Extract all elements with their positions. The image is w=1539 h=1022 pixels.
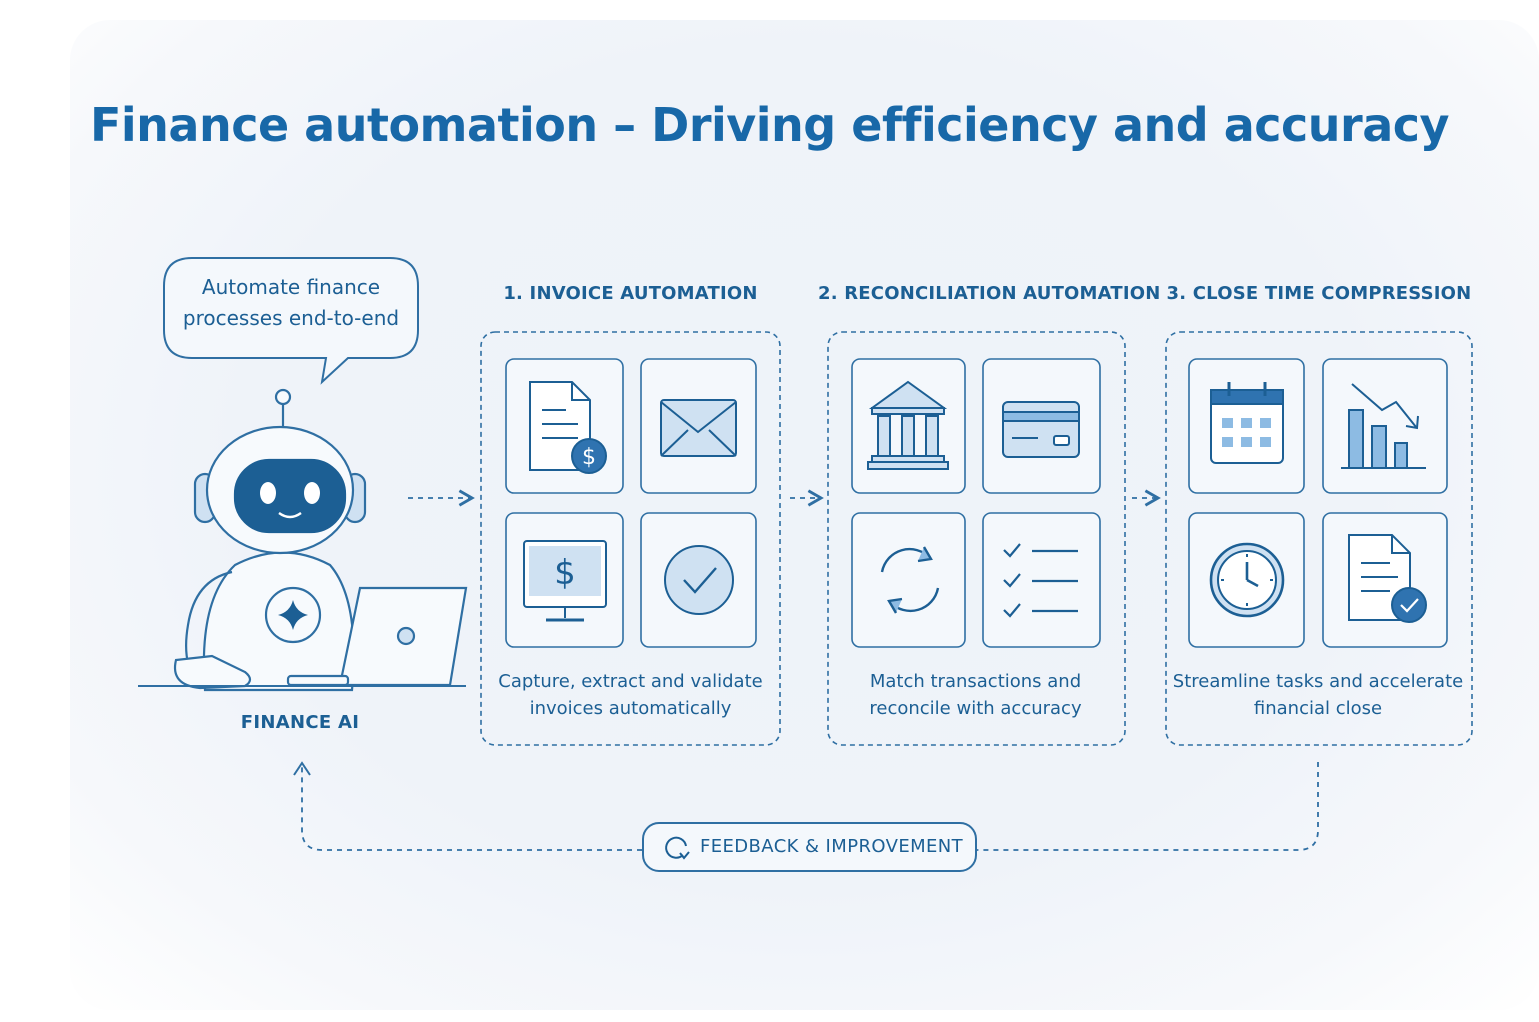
calendar-icon [1210, 382, 1284, 464]
robot-illustration [138, 388, 468, 692]
feedback-loop-line [301, 762, 1319, 851]
stage-3-container [1165, 331, 1473, 746]
feedback-arrowhead [293, 761, 311, 776]
robot-label: FINANCE AI [240, 712, 360, 733]
envelope-icon [660, 399, 737, 457]
stage-3-title: 3. CLOSE TIME COMPRESSION [1166, 283, 1472, 304]
diagram-title: Finance automation – Driving efficiency … [89, 98, 1450, 152]
feedback-label: FEEDBACK & IMPROVEMENT [700, 836, 964, 857]
stage-2-description: Match transactions and reconcile with ac… [869, 671, 1082, 719]
stage-1-description: Capture, extract and validate invoices a… [498, 671, 763, 719]
clock-icon [1209, 542, 1285, 618]
stage-1-container [480, 331, 781, 746]
feedback-pill [642, 822, 977, 872]
speech-bubble-text: Automate finance processes end-to-end [182, 275, 400, 330]
monitor-dollar-icon: $ [523, 540, 607, 622]
document-check-icon [1348, 534, 1427, 623]
speech-bubble [163, 257, 419, 385]
check-circle-icon [664, 545, 734, 615]
icon-tiles [505, 358, 1448, 648]
bank-icon [867, 380, 949, 470]
svg-text:$: $ [582, 445, 596, 470]
declining-bar-chart-icon [1341, 383, 1426, 469]
stage-2-container [827, 331, 1126, 746]
svg-text:$: $ [554, 553, 576, 593]
checklist-icon [1003, 543, 1078, 618]
sync-icon [880, 546, 940, 614]
stage-2-title: 2. RECONCILIATION AUTOMATION [818, 283, 1161, 304]
stage-1-title: 1. INVOICE AUTOMATION [503, 283, 758, 304]
invoice-dollar-icon: $ [529, 381, 607, 474]
credit-card-icon [1002, 401, 1080, 458]
refresh-icon [665, 836, 690, 860]
stage-3-description: Streamline tasks and accelerate financia… [1172, 671, 1464, 719]
